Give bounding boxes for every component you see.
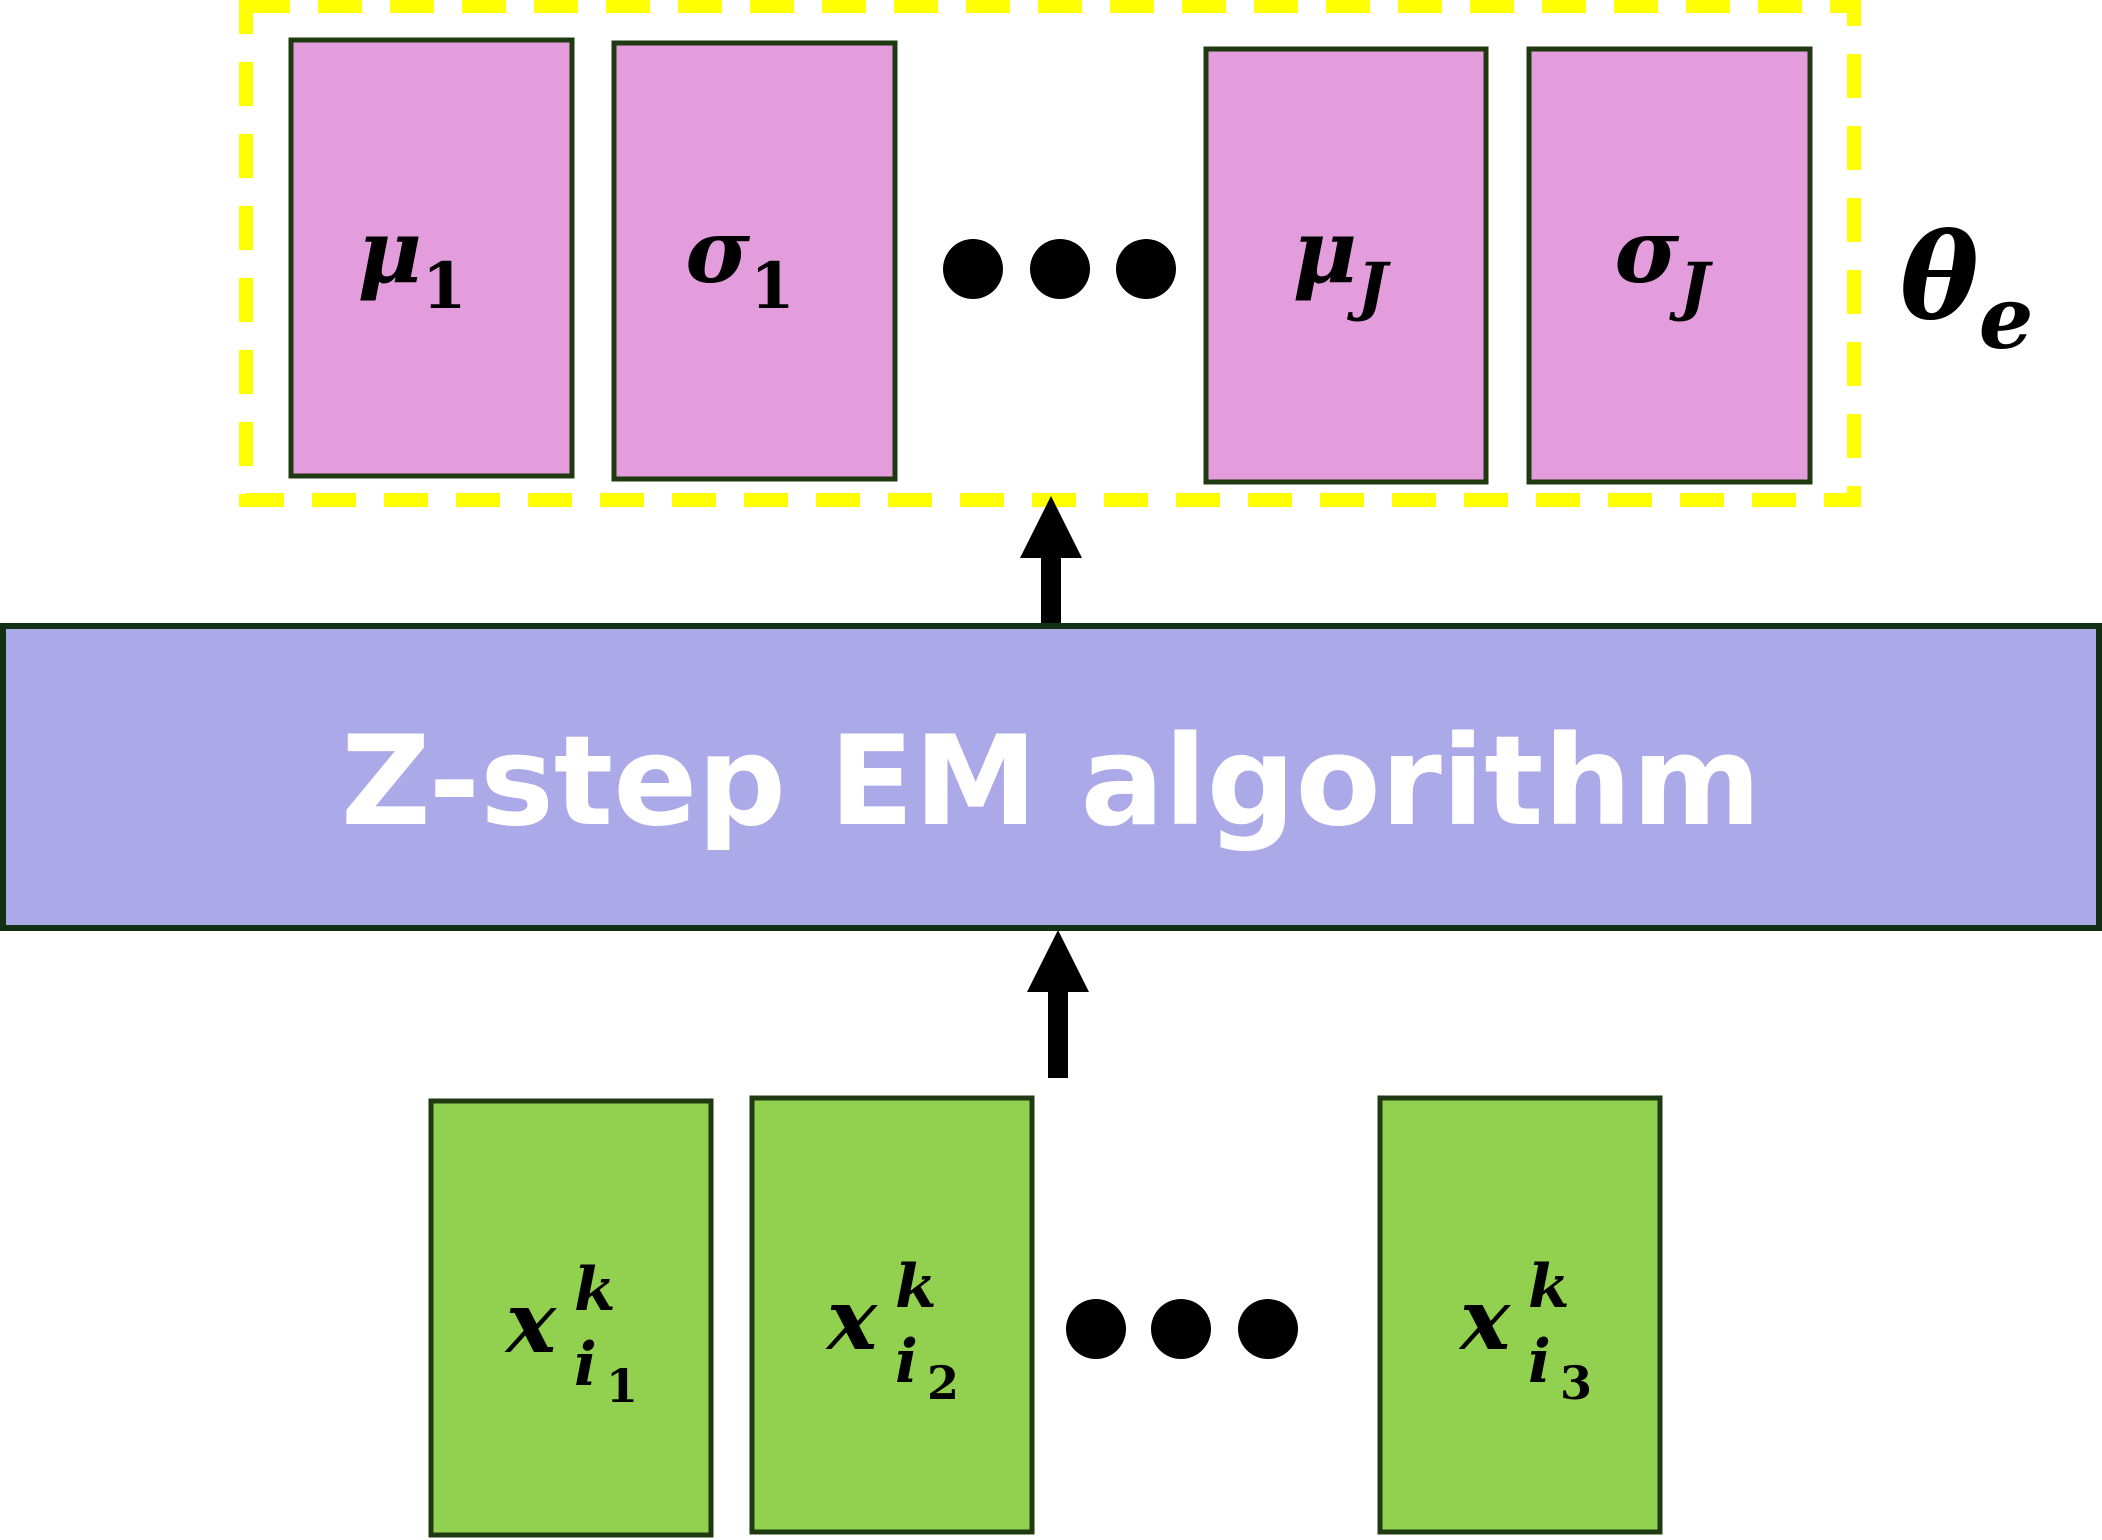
theta-subscript: e <box>1979 268 2034 369</box>
param-subscript: 1 <box>422 249 467 324</box>
theta-label: θ <box>1900 207 1979 346</box>
arrow-up-to-banner <box>1027 930 1089 1078</box>
input-symbol: x <box>1458 1270 1511 1369</box>
input-box-x-i1: x k i 1 <box>428 1098 714 1538</box>
param-box-sigma-j: σJ <box>1526 46 1813 485</box>
input-symbol: x <box>504 1273 557 1372</box>
param-symbol: σ <box>1614 199 1679 303</box>
param-subscript: 1 <box>750 249 795 324</box>
input-superscript: k <box>574 1255 616 1325</box>
param-box-sigma-1: σ1 <box>611 40 898 482</box>
input-subscript: i <box>895 1327 918 1397</box>
input-sub-subscript: 1 <box>606 1359 638 1413</box>
param-symbol: σ <box>685 199 750 303</box>
svg-text:σJ: σJ <box>1614 199 1713 324</box>
svg-text:σ1: σ1 <box>685 199 794 324</box>
svg-text:μ1: μ1 <box>358 199 467 324</box>
input-sub-subscript: 3 <box>1560 1356 1592 1410</box>
algorithm-label: Z-step EM algorithm <box>341 710 1761 854</box>
param-box-mu-1: μ1 <box>288 37 575 479</box>
param-ellipsis <box>943 239 1176 299</box>
svg-text:θe: θe <box>1900 207 2033 369</box>
param-symbol: μ <box>358 199 422 303</box>
input-box-x-i2: x k i 2 <box>749 1095 1035 1535</box>
algorithm-banner: Z-step EM algorithm <box>0 623 2102 931</box>
input-box-x-i3: x k i 3 <box>1377 1095 1663 1535</box>
input-superscript: k <box>1528 1252 1570 1322</box>
input-superscript: k <box>895 1252 937 1322</box>
param-box-mu-j: μJ <box>1203 46 1489 485</box>
input-ellipsis <box>1066 1299 1298 1359</box>
input-subscript: i <box>1528 1327 1551 1397</box>
input-symbol: x <box>825 1270 878 1369</box>
input-subscript: i <box>574 1330 597 1400</box>
param-symbol: μ <box>1293 199 1357 303</box>
input-sub-subscript: 2 <box>927 1356 959 1410</box>
arrow-up-to-params <box>1020 496 1082 626</box>
